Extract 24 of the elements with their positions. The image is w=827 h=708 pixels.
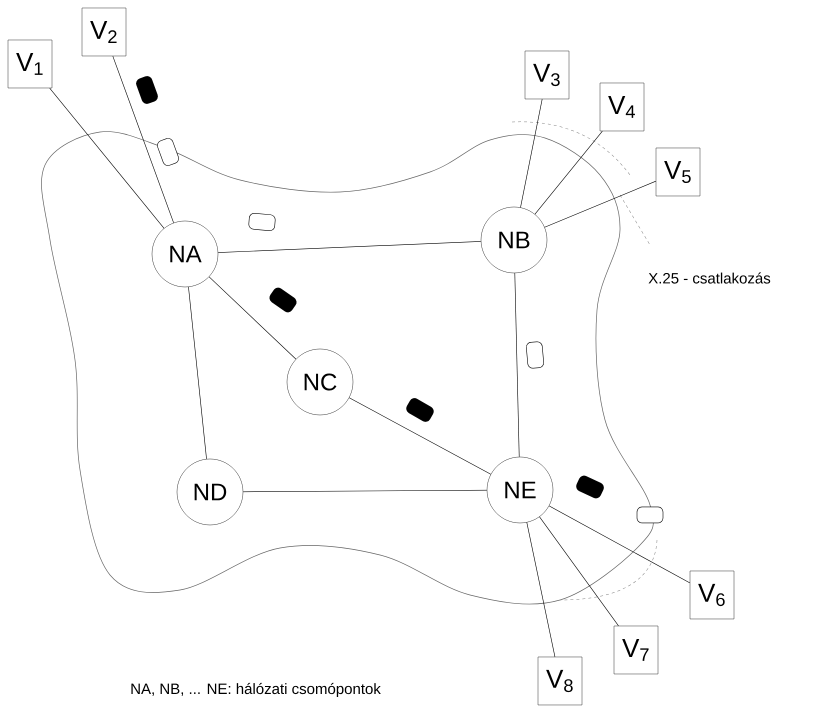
annotation-text: X.25 - csatlakozás — [648, 272, 770, 284]
terminal-box: V$_{7}$ — [614, 626, 658, 674]
terminal-box: V$_{2}$ — [82, 8, 126, 56]
connector-line — [534, 130, 603, 215]
terminal-box: V$_{3}$ — [524, 50, 570, 100]
terminal-box: V$_{5}$ — [656, 148, 700, 196]
connector-line — [520, 98, 542, 208]
connector-line — [49, 88, 164, 229]
connector-line — [188, 286, 207, 460]
connector-line — [526, 522, 556, 658]
connector-line — [514, 272, 520, 458]
terminal-box: V$_{4}$ — [600, 82, 644, 132]
connector-line — [112, 56, 174, 224]
terminal-box: V$_{6}$ — [690, 570, 734, 620]
connector-line — [548, 506, 690, 584]
connector-line — [544, 180, 656, 228]
terminal-box: V$_{8}$ — [538, 656, 582, 706]
annotation-text: NA, NB, ... NE: hálózati csomópontok — [131, 682, 381, 698]
connector-line — [348, 397, 492, 474]
terminal-box: V$_{1}$ — [8, 40, 52, 88]
connector-line — [242, 490, 488, 492]
connector-line — [218, 241, 482, 253]
connector-line — [539, 516, 619, 626]
connector-line — [208, 276, 296, 360]
